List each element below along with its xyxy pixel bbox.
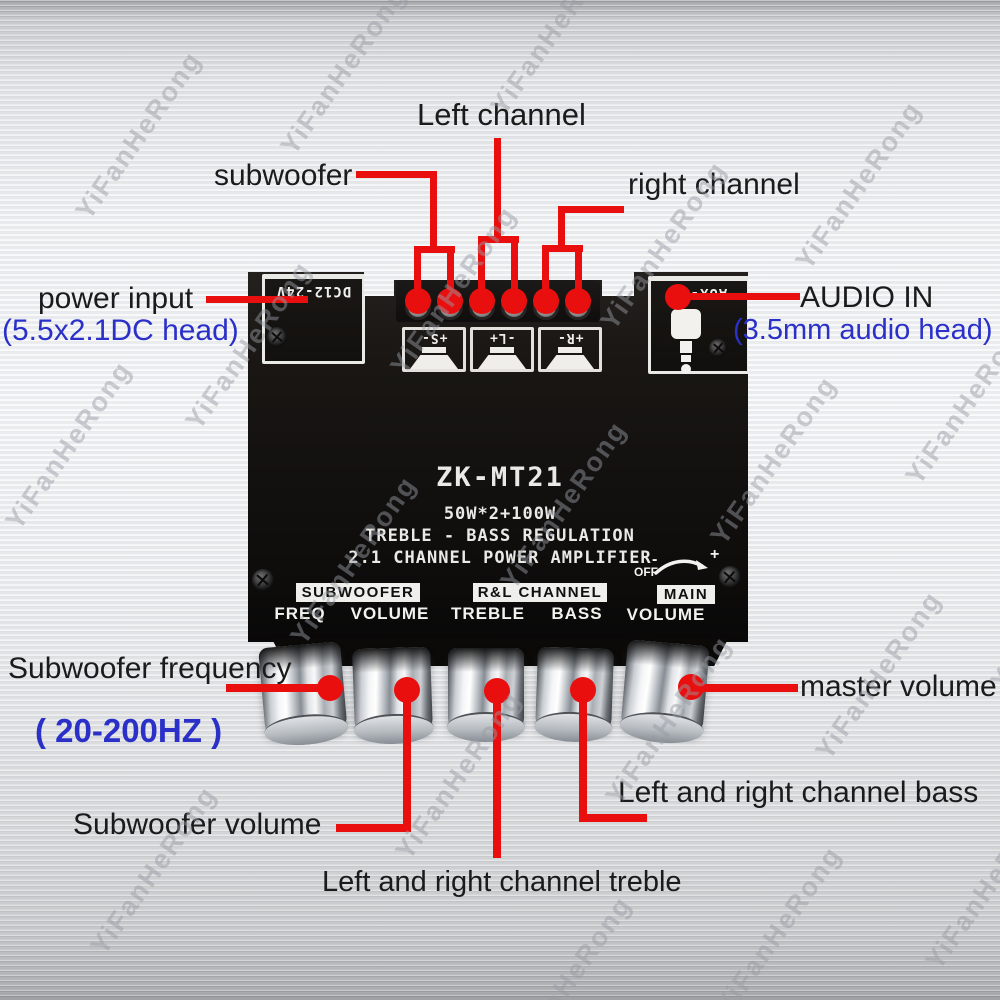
dial-minus-label: - <box>652 551 658 568</box>
freq-knob-label: FREQ <box>274 604 326 623</box>
callout-dot <box>678 674 704 700</box>
subwoofer-terminal-label-box: +S- <box>402 327 466 372</box>
callout-line <box>226 684 330 692</box>
off-label: OFF <box>634 565 658 579</box>
callout-line <box>494 138 501 243</box>
callout-dot <box>533 288 559 314</box>
terminal-label: +S- <box>420 330 448 345</box>
lr-bass-callout: Left and right channel bass <box>618 776 979 809</box>
callout-dot <box>437 288 463 314</box>
callout-line <box>686 293 800 300</box>
callout-line <box>542 245 549 303</box>
left-channel-callout: Left channel <box>417 97 586 132</box>
callout-line <box>414 246 455 253</box>
subwoofer-section-label: SUBWOOFER <box>296 583 420 602</box>
power-input-spec: (5.5x2.1DC head) <box>2 314 239 347</box>
callout-dot <box>469 288 495 314</box>
screw-icon <box>719 566 741 588</box>
power-rating: 50W*2+100W <box>443 504 557 524</box>
master-volume-callout: master volume <box>800 670 997 703</box>
board-subtitle: TREBLE - BASS REGULATION <box>365 526 635 546</box>
screw-icon <box>267 327 287 347</box>
board-subtitle: 2.1 CHANNEL POWER AMPLIFIER <box>348 548 652 568</box>
callout-line <box>478 236 485 303</box>
callout-line <box>206 296 308 303</box>
subwoofer-callout: subwoofer <box>214 159 353 192</box>
callout-line <box>558 206 624 213</box>
audio-jack-icon <box>671 309 703 374</box>
callout-dot <box>484 678 510 704</box>
callout-line <box>542 245 583 252</box>
callout-line <box>579 814 647 822</box>
speaker-icon <box>410 354 458 369</box>
main-volume-knob-label: VOLUME <box>626 605 706 624</box>
screw-icon <box>252 569 274 591</box>
callout-line <box>478 236 519 243</box>
callout-line <box>493 692 501 858</box>
bass-knob-label: BASS <box>551 604 603 623</box>
rl-channel-section-label: R&L CHANNEL <box>473 583 607 602</box>
right-terminal-label-box: +R- <box>538 327 602 372</box>
dial-plus-label: + <box>710 546 720 563</box>
callout-line <box>688 684 798 692</box>
callout-dot <box>665 284 691 310</box>
aux-in-port-panel: AUX-IN <box>648 276 748 374</box>
model-name: ZK-MT21 <box>436 462 564 493</box>
amplifier-board: DC12-24V AUX-IN +S- -L+ <box>248 272 748 642</box>
audio-in-spec: (3.5mm audio head) <box>733 314 993 346</box>
speaker-icon <box>478 354 526 369</box>
subwoofer-volume-callout: Subwoofer volume <box>73 808 322 841</box>
speaker-icon <box>490 347 514 353</box>
lr-treble-callout: Left and right channel treble <box>322 866 682 898</box>
power-input-callout: power input <box>38 282 194 315</box>
callout-line <box>430 171 437 250</box>
dc-power-port-panel: DC12-24V <box>262 274 365 364</box>
callout-dot <box>394 677 420 703</box>
callout-line <box>579 690 587 822</box>
callout-line <box>403 690 411 832</box>
main-section-label: MAIN <box>657 585 715 604</box>
callout-dot <box>501 288 527 314</box>
callout-dot <box>570 677 596 703</box>
callout-line <box>336 824 411 832</box>
audio-in-callout: AUDIO IN <box>800 281 934 314</box>
screw-icon <box>709 339 727 357</box>
right-channel-callout: right channel <box>628 168 800 201</box>
callout-line <box>575 245 582 303</box>
speaker-icon <box>422 347 446 353</box>
terminal-label: +R- <box>556 330 584 345</box>
left-terminal-label-box: -L+ <box>470 327 534 372</box>
callout-line <box>447 246 454 303</box>
callout-dot <box>565 288 591 314</box>
callout-line <box>414 246 421 303</box>
subwoofer-frequency-callout: Subwoofer frequency <box>8 652 292 685</box>
callout-line <box>356 171 430 178</box>
callout-dot <box>317 675 343 701</box>
sub-volume-knob-label: VOLUME <box>350 604 430 623</box>
callout-line <box>558 206 565 252</box>
callout-line <box>511 236 518 303</box>
speaker-icon <box>546 354 594 369</box>
subwoofer-volume-knob <box>352 646 433 734</box>
treble-knob-label: TREBLE <box>451 604 525 623</box>
treble-knob <box>447 648 525 742</box>
volume-direction-arrow-icon <box>654 559 708 575</box>
callout-dot <box>405 288 431 314</box>
subwoofer-frequency-range: ( 20-200HZ ) <box>35 712 223 749</box>
terminal-label: -L+ <box>488 330 516 345</box>
speaker-icon <box>558 347 582 353</box>
